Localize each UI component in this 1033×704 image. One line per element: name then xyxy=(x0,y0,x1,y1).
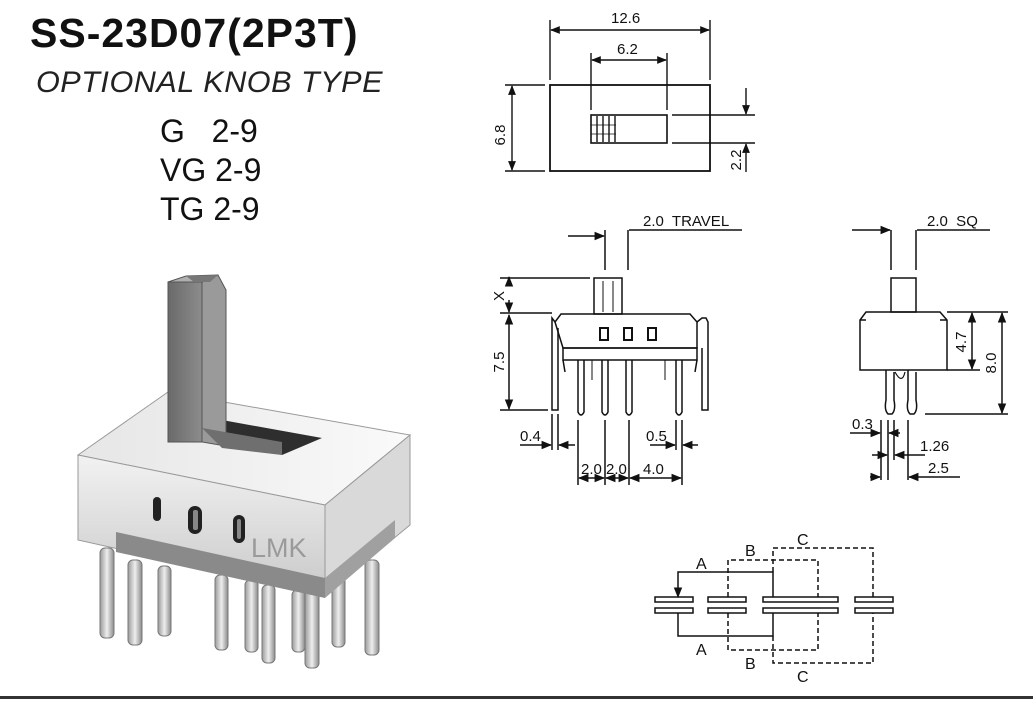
dim-terminal-thickness: 0.4 xyxy=(520,428,541,445)
dim-actuator-height: X xyxy=(491,291,508,301)
schematic-label-a-top: A xyxy=(696,556,707,573)
knob-type-subtitle: OPTIONAL KNOB TYPE xyxy=(36,66,384,99)
dim-pin-row: 2.5 xyxy=(928,460,949,477)
dim-travel: 2.0 TRAVEL xyxy=(643,213,729,230)
dim-overall-width: 12.6 xyxy=(611,10,640,27)
dim-pitch-c: 4.0 xyxy=(643,461,664,478)
knob-type-tg: TG 2-9 xyxy=(160,191,260,227)
top-view xyxy=(505,20,755,172)
dim-side-body-height: 4.7 xyxy=(953,332,970,353)
circuit-schematic xyxy=(654,547,894,664)
dim-pitch-a: 2.0 xyxy=(581,461,602,478)
dim-height: 6.8 xyxy=(492,125,509,146)
schematic-label-b-bottom: B xyxy=(745,656,756,673)
dim-body-height: 7.5 xyxy=(491,352,508,373)
side-view xyxy=(850,225,1008,482)
switch-illustration: LMK xyxy=(76,274,412,669)
model-title: SS-23D07(2P3T) xyxy=(30,10,359,56)
schematic-label-a-bottom: A xyxy=(696,642,707,659)
knob-type-vg: VG 2-9 xyxy=(160,152,262,188)
dim-slot-width: 6.2 xyxy=(617,41,638,58)
dim-pin-spacing: 1.26 xyxy=(920,438,949,455)
dim-terminal-width: 0.5 xyxy=(646,428,667,445)
brand-mark: LMK xyxy=(251,533,307,563)
dim-side-overall-height: 8.0 xyxy=(983,353,1000,374)
dim-pitch-b: 2.0 xyxy=(606,461,627,478)
schematic-label-c-top: C xyxy=(797,532,809,549)
front-view xyxy=(500,229,742,485)
switch-pins xyxy=(99,547,380,669)
knob-type-g: G 2-9 xyxy=(160,113,258,149)
schematic-label-b-top: B xyxy=(745,543,756,560)
dim-actuator-offset: 2.2 xyxy=(728,150,745,171)
dim-pin-thickness: 0.3 xyxy=(852,416,873,433)
bottom-rule xyxy=(0,696,1033,699)
schematic-label-c-bottom: C xyxy=(797,669,809,686)
dim-actuator-size: 2.0 SQ xyxy=(927,213,978,230)
